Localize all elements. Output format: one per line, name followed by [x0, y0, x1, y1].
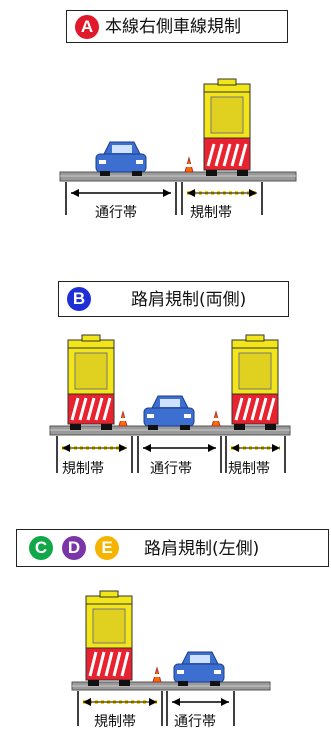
- car-icon: [173, 651, 225, 686]
- label-traffic-lane: 通行帯: [174, 714, 216, 730]
- label-restricted-lane: 規制帯: [190, 205, 232, 221]
- badge-e: E: [95, 536, 119, 560]
- label-restricted-lane: 規制帯: [62, 461, 104, 477]
- badge-a: A: [75, 15, 99, 39]
- label-traffic-lane: 通行帯: [95, 205, 137, 221]
- panel-a-diagram: 通行帯 規制帯: [59, 78, 297, 221]
- label-restricted-lane: 規制帯: [94, 714, 136, 730]
- panel-cde-title-box: C D E 路肩規制(左側): [16, 529, 329, 567]
- panel-a-title: 本線右側車線規制: [105, 17, 241, 37]
- arrow-truck-icon: [203, 78, 251, 176]
- panel-a-title-box: A 本線右側車線規制: [66, 10, 288, 43]
- car-icon: [143, 395, 195, 430]
- badge-b: B: [67, 287, 91, 311]
- panel-cde-title: 路肩規制(左側): [144, 539, 260, 559]
- panel-cde: C D E 路肩規制(左側): [0, 490, 331, 731]
- panel-a: A 本線右側車線規制: [0, 0, 331, 230]
- panel-b-diagram: 規制帯 通行帯 規制帯: [49, 334, 291, 477]
- arrow-truck-icon: [67, 334, 115, 430]
- cone-icon: [211, 410, 221, 427]
- cone-icon: [184, 156, 194, 173]
- panel-cde-diagram: 規制帯 通行帯: [71, 590, 271, 730]
- panel-b-title-box: B 路肩規制(両側): [58, 281, 289, 317]
- arrow-truck-icon: [231, 334, 279, 430]
- arrow-truck-icon: [85, 590, 133, 686]
- cone-icon: [152, 666, 162, 683]
- badge-c: C: [29, 536, 53, 560]
- car-icon: [95, 141, 147, 176]
- panel-b-title: 路肩規制(両側): [131, 290, 247, 310]
- panel-b: B 路肩規制(両側): [0, 230, 331, 490]
- badge-d: D: [62, 536, 86, 560]
- cone-icon: [118, 410, 128, 427]
- label-restricted-lane: 規制帯: [228, 461, 270, 477]
- label-traffic-lane: 通行帯: [150, 461, 192, 477]
